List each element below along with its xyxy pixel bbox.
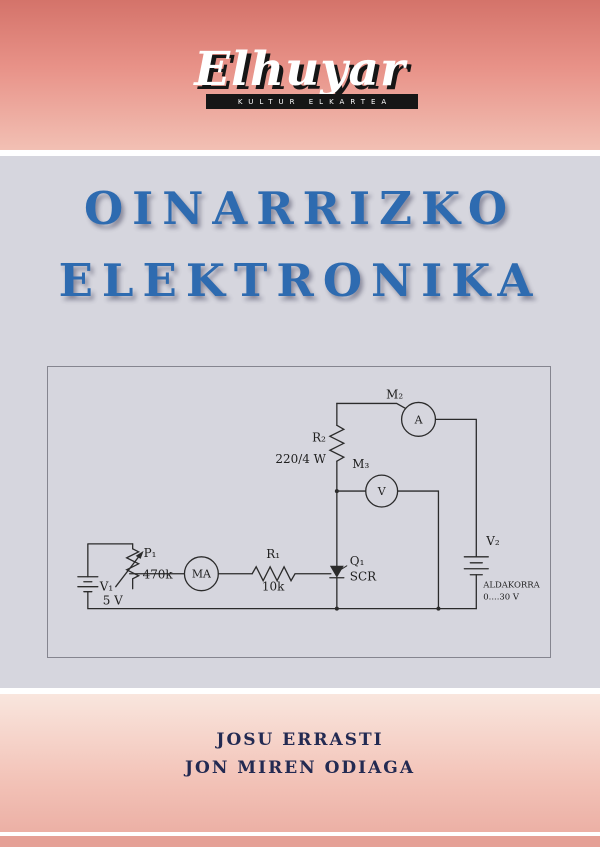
m2-label: M₂ <box>386 387 403 401</box>
m3-unit: V <box>377 485 387 498</box>
m2-unit: A <box>414 413 423 426</box>
publisher-logo-bar: KULTUR ELKARTEA <box>206 94 418 109</box>
wire <box>396 490 440 610</box>
junction-dot <box>436 606 441 611</box>
bottom-strip <box>0 836 600 847</box>
publisher-logo-text: Elhuyar <box>194 42 406 97</box>
q1-scr-triangle <box>329 565 344 578</box>
v2-label: V₂ <box>485 534 500 548</box>
wire <box>434 418 477 558</box>
book-title-line1: OINARRIZKO <box>83 182 517 235</box>
ma-meter-label: MA <box>192 568 211 581</box>
v1-value: 5 V <box>103 594 123 608</box>
center-panel: OINARRIZKO ELEKTRONIKA <box>0 156 600 688</box>
wire <box>336 402 407 410</box>
publisher-tagline: KULTUR ELKARTEA <box>237 97 393 106</box>
v1-battery-symbol <box>77 576 99 593</box>
junction-dot <box>334 489 339 494</box>
circuit-wiring <box>77 401 489 611</box>
q1-label: Q₁ <box>350 554 365 568</box>
top-band: Elhuyar KULTUR ELKARTEA <box>0 0 600 150</box>
r2-value: 220/4 W <box>275 452 326 466</box>
m3-label: M₃ <box>352 457 369 471</box>
publisher-logo: Elhuyar KULTUR ELKARTEA <box>0 46 600 109</box>
bottom-band <box>0 694 600 832</box>
r2-label: R₂ <box>312 430 326 444</box>
book-title-line2: ELEKTRONIKA <box>58 254 542 307</box>
author-name-2: JON MIREN ODIAGA <box>184 758 416 778</box>
r1-label: R₁ <box>266 547 280 561</box>
circuit-diagram-box: V₁ 5 V P₁ 470k MA R₁ 10k Q₁ SCR R₂ 220/4… <box>47 366 551 658</box>
v2-range: 0....30 V <box>483 592 520 602</box>
v1-label: V₁ <box>99 580 113 594</box>
p1-wiper-arrowhead <box>135 550 144 559</box>
r1-value: 10k <box>262 580 285 594</box>
junction-dot <box>334 606 339 611</box>
p1-value: 470k <box>143 568 174 582</box>
p1-potentiometer-symbol <box>125 543 141 590</box>
circuit-labels: V₁ 5 V P₁ 470k MA R₁ 10k Q₁ SCR R₂ 220/4… <box>99 387 541 607</box>
wire <box>87 543 477 610</box>
q1-type: SCR <box>350 570 377 584</box>
v2-name: ALDAKORRA <box>482 580 540 590</box>
r1-resistor-symbol <box>251 565 332 583</box>
author-name-1: JOSU ERRASTI <box>216 730 384 750</box>
p1-label: P₁ <box>144 546 157 560</box>
p1-wiper-arrow <box>115 556 140 588</box>
v2-battery-symbol <box>463 556 489 576</box>
circuit-schematic: V₁ 5 V P₁ 470k MA R₁ 10k Q₁ SCR R₂ 220/4… <box>77 387 541 611</box>
r2-resistor-symbol <box>328 424 346 462</box>
q1-label-leader <box>338 565 348 572</box>
